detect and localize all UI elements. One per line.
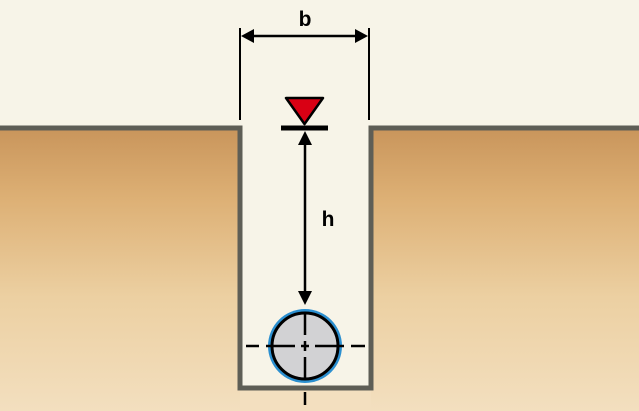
height-dimension <box>298 131 312 305</box>
width-dimension-label: b <box>299 8 312 31</box>
water-level-triangle-icon <box>281 96 328 131</box>
soil-right <box>371 128 639 411</box>
pipe-cross-section-icon <box>246 309 365 405</box>
soil-left <box>0 128 240 411</box>
height-dimension-label: h <box>322 208 335 231</box>
trench-outline <box>0 125 639 391</box>
width-dimension <box>239 28 370 120</box>
